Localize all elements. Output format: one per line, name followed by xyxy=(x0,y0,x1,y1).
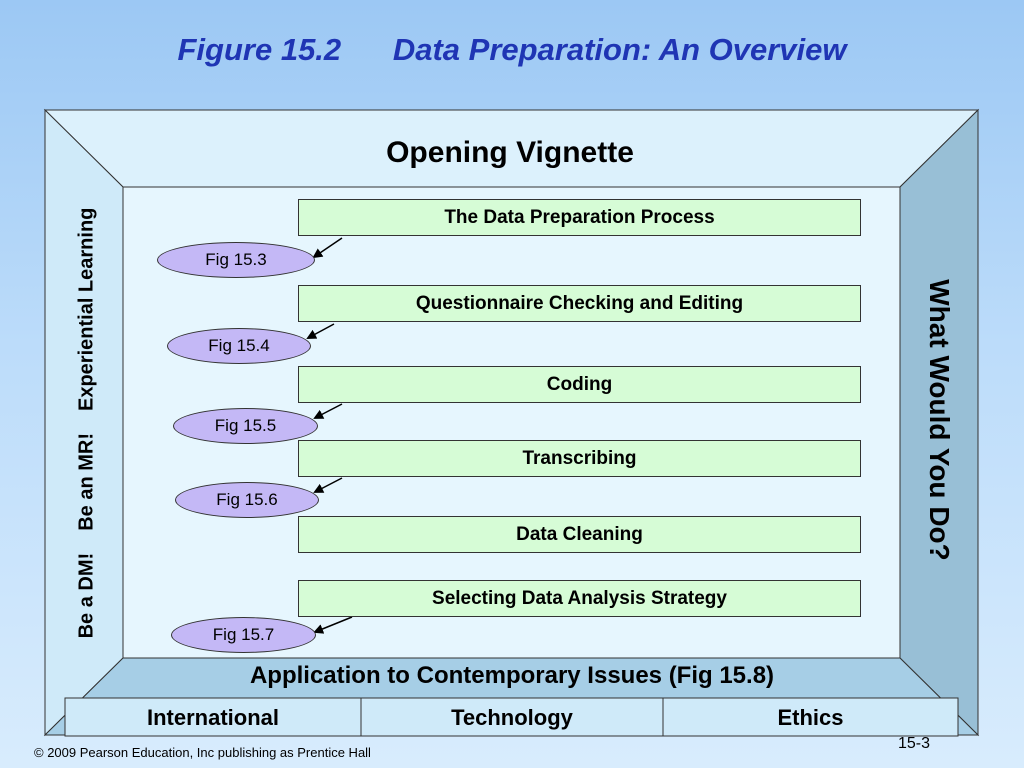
slide-title: Figure 15.2 Data Preparation: An Overvie… xyxy=(177,32,847,67)
opening-vignette-label: Opening Vignette xyxy=(386,136,634,169)
step-transcribing: Transcribing xyxy=(298,440,861,477)
step-questionnaire-checking: Questionnaire Checking and Editing xyxy=(298,285,861,322)
right-side-label-wrap: What Would You Do? xyxy=(900,185,978,655)
fig-ellipse-15-7: Fig 15.7 xyxy=(171,617,316,653)
what-would-you-do-label: What Would You Do? xyxy=(924,279,955,561)
experiential-learning-label: Experiential Learning xyxy=(75,207,98,411)
step-data-preparation-process: The Data Preparation Process xyxy=(298,199,861,236)
fig-ellipse-15-4: Fig 15.4 xyxy=(167,328,311,364)
page-number: 15-3 xyxy=(898,735,931,752)
category-international: International xyxy=(146,705,279,730)
arrow-fig-15-7 xyxy=(313,616,353,634)
arrow-fig-15-3 xyxy=(312,237,343,259)
category-technology: Technology xyxy=(451,705,573,730)
step-data-cleaning: Data Cleaning xyxy=(298,516,861,553)
fig-ellipse-15-5: Fig 15.5 xyxy=(173,408,318,444)
left-side-labels: Be a DM! Be an MR! Experiential Learning xyxy=(52,170,122,675)
category-ethics: Ethics xyxy=(777,705,844,730)
copyright-footer: © 2009 Pearson Education, Inc publishing… xyxy=(34,745,371,760)
application-label: Application to Contemporary Issues (Fig … xyxy=(249,662,775,689)
category-strip xyxy=(64,697,959,737)
be-an-mr-label: Be an MR! xyxy=(75,432,98,531)
arrow-fig-15-4 xyxy=(306,323,335,339)
arrow-fig-15-6 xyxy=(313,477,343,493)
arrow-fig-15-5 xyxy=(313,403,343,419)
step-coding: Coding xyxy=(298,366,861,403)
fig-ellipse-15-3: Fig 15.3 xyxy=(157,242,315,278)
fig-ellipse-15-6: Fig 15.6 xyxy=(175,482,319,518)
step-selecting-strategy: Selecting Data Analysis Strategy xyxy=(298,580,861,617)
be-a-dm-label: Be a DM! xyxy=(75,552,98,638)
